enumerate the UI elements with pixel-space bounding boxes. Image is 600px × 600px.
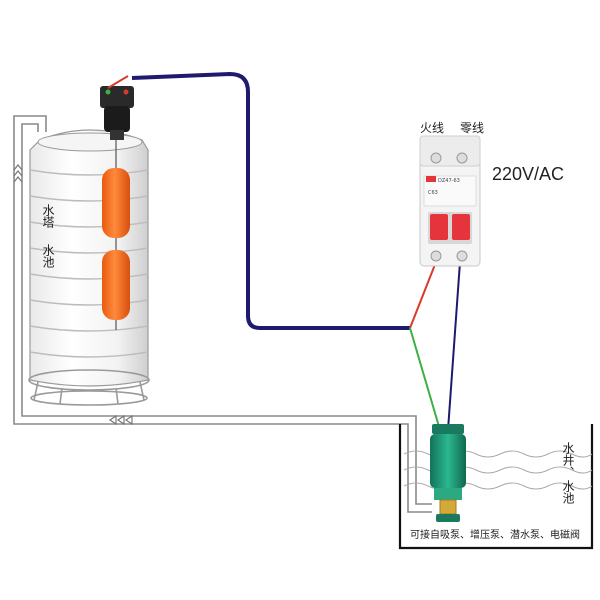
circuit-breaker-icon: DZ47-63 C63 xyxy=(419,135,481,267)
tank-label-bottom: 水池 xyxy=(41,244,55,268)
tank-stand xyxy=(28,369,150,406)
flow-arrows xyxy=(13,164,133,426)
live-label: 火线 xyxy=(420,121,444,135)
tank-label-top: 水塔 xyxy=(41,204,55,229)
float-switch-icon xyxy=(102,168,130,320)
well-label-bottom: 水池 xyxy=(561,480,575,504)
well-note: 可接自吸泵、增压泵、潜水泵、电磁阀 xyxy=(410,528,580,541)
well-label-top: 水井、 xyxy=(561,442,575,478)
neutral-to-pump xyxy=(447,261,461,431)
level-controller-icon xyxy=(100,86,134,140)
live-wire xyxy=(107,75,437,329)
voltage-label: 220V/AC xyxy=(492,164,564,184)
submersible-pump-icon xyxy=(430,424,466,522)
neutral-wire xyxy=(131,72,410,330)
neutral-label: 零线 xyxy=(460,121,484,135)
breaker-rating: C63 xyxy=(428,190,438,196)
ground-wire xyxy=(409,327,441,431)
pipe-system xyxy=(13,115,432,513)
breaker-model: DZ47-63 xyxy=(438,178,460,184)
